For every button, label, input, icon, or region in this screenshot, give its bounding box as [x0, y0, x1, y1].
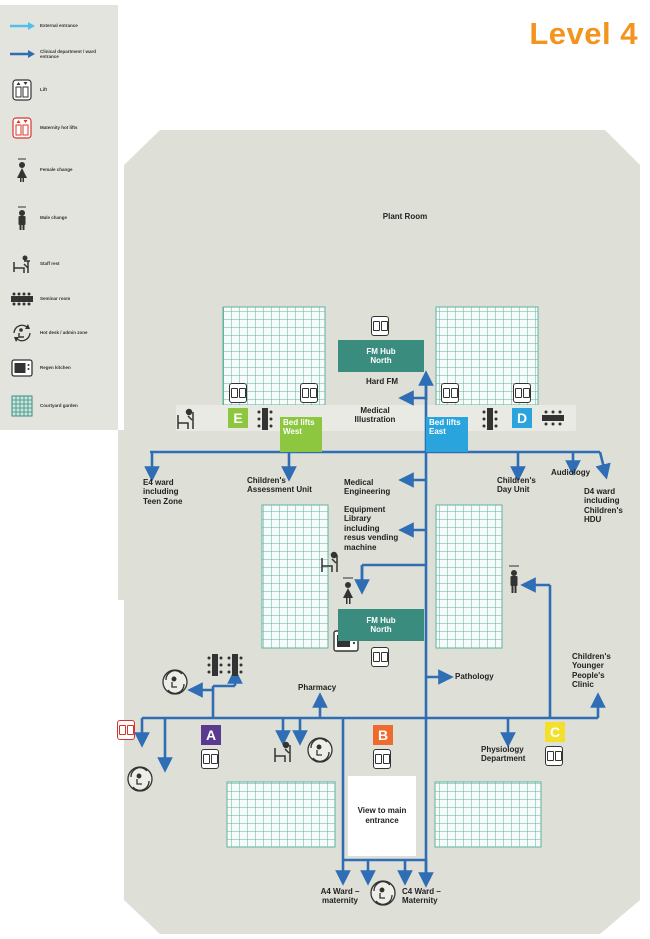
label-childrens-day-unit[interactable]: Children's Day Unit — [497, 476, 536, 495]
bed-lifts-west[interactable]: Bed lifts West — [280, 417, 322, 452]
level-title: Level 4 — [529, 16, 638, 51]
lift-icon — [371, 316, 389, 336]
lift-icon — [8, 77, 36, 103]
building-letter-e: E — [228, 408, 248, 428]
staff-rest-icon — [177, 408, 194, 429]
male-change-icon — [509, 565, 519, 593]
seminar-room-icon — [257, 408, 273, 430]
legend-row-regen-kitchen: Regen kitchen — [8, 355, 112, 381]
label-hard-fm[interactable]: Hard FM — [366, 377, 398, 386]
courtyard-sw — [226, 781, 336, 848]
building-letter-c: C — [545, 722, 565, 742]
hot-desk-icon — [8, 320, 36, 346]
label-equipment-library[interactable]: Equipment Library including resus vendin… — [344, 505, 399, 552]
courtyard-e — [435, 504, 503, 649]
bed-lifts-east[interactable]: Bed lifts East — [426, 417, 468, 452]
lift-icon — [441, 383, 459, 403]
label-medical-engineering[interactable]: Medical Engineering — [344, 478, 391, 497]
label-audiology[interactable]: Audiology — [551, 468, 591, 477]
lift-icon — [513, 383, 531, 403]
legend-label: Male change — [40, 215, 68, 221]
legend-label: Courtyard garden — [40, 403, 78, 409]
fm-hub-north-mid[interactable]: FM Hub North — [338, 609, 424, 641]
legend-row-hot-desk: Hot desk / admin zone — [8, 320, 112, 346]
label-pharmacy[interactable]: Pharmacy — [298, 683, 337, 692]
label-medical-illustration[interactable]: Medical Illustration — [354, 406, 396, 425]
female-change-icon — [8, 157, 36, 183]
hot-desk-icon — [162, 669, 188, 695]
lift-icon — [373, 749, 391, 769]
label-d4-ward[interactable]: D4 ward including Children's HDU — [584, 487, 623, 525]
legend-label: Hot desk / admin zone — [40, 330, 88, 336]
courtyard-w — [261, 504, 329, 649]
hot-desk-icon — [370, 880, 396, 906]
legend-label: External entrance — [40, 23, 78, 29]
legend-label: Maternity hot lifts — [40, 125, 78, 131]
courtyard-garden-icon — [8, 393, 36, 419]
route-arrows — [134, 370, 611, 888]
building-letter-d: D — [512, 408, 532, 428]
hot-desk-icon — [127, 766, 153, 792]
legend-label: Staff rest — [40, 261, 60, 267]
staff-rest-icon — [321, 551, 338, 572]
fm-hub-north-top[interactable]: FM Hub North — [338, 340, 424, 372]
staff-rest-icon — [274, 741, 291, 762]
hot-desk-icon — [307, 737, 333, 763]
clinical-department-arrow-icon — [8, 41, 36, 67]
building-letter-a: A — [201, 725, 221, 745]
label-childrens-assessment-unit[interactable]: Children's Assessment Unit — [247, 476, 312, 495]
seminar-room-icon — [207, 654, 243, 676]
route-network — [142, 375, 600, 880]
label-childrens-younger-peoples-clinic[interactable]: Children's Younger People's Clinic — [572, 652, 611, 690]
legend-label: Female change — [40, 167, 73, 173]
label-pathology[interactable]: Pathology — [455, 672, 494, 681]
legend-label: Seminar room — [40, 296, 71, 302]
legend-row-seminar-room: Seminar room — [8, 286, 112, 312]
external-entrance-arrow-icon — [8, 13, 36, 39]
legend-label: Clinical department / ward entrance — [40, 48, 97, 59]
legend-label: Regen kitchen — [40, 365, 71, 371]
seminar-room-icon — [542, 410, 564, 426]
legend-row-external-entrance: External entrance — [8, 13, 112, 39]
seminar-room-icon — [8, 286, 36, 312]
female-change-icon — [343, 577, 353, 604]
maternity-lift-icon — [8, 115, 36, 141]
left-wing-floor — [118, 430, 128, 600]
lift-icon — [229, 383, 247, 403]
legend-row-clinical-entrance: Clinical department / ward entrance — [8, 41, 112, 67]
building-letter-b: B — [373, 725, 393, 745]
label-view-to-main-entrance: View to main entrance — [348, 776, 416, 856]
courtyard-se — [434, 781, 542, 848]
lift-icon — [201, 749, 219, 769]
label-e4-ward[interactable]: E4 ward including Teen Zone — [143, 478, 183, 506]
legend-row-lift: Lift — [8, 77, 112, 103]
legend-row-staff-rest: Staff rest — [8, 251, 112, 277]
legend-row-courtyard: Courtyard garden — [8, 393, 112, 419]
lift-icon — [300, 383, 318, 403]
legend-row-maternity-lift: Maternity hot lifts — [8, 115, 112, 141]
label-physiology-department[interactable]: Physiology Department — [481, 745, 526, 764]
male-change-icon — [8, 205, 36, 231]
lift-icon — [545, 746, 563, 766]
legend-panel: External entrance Clinical department / … — [0, 5, 118, 430]
label-plant-room[interactable]: Plant Room — [382, 212, 428, 221]
legend-row-male-change: Male change — [8, 205, 112, 231]
maternity-lift-icon — [117, 720, 135, 740]
lift-icon — [371, 647, 389, 667]
staff-rest-icon — [8, 251, 36, 277]
legend-label: Lift — [40, 87, 47, 93]
regen-kitchen-icon — [8, 355, 36, 381]
legend-row-female-change: Female change — [8, 157, 112, 183]
seminar-room-icon — [482, 408, 498, 430]
label-a4-ward[interactable]: A4 Ward – maternity — [320, 887, 360, 906]
label-c4-ward[interactable]: C4 Ward – Maternity — [402, 887, 441, 906]
